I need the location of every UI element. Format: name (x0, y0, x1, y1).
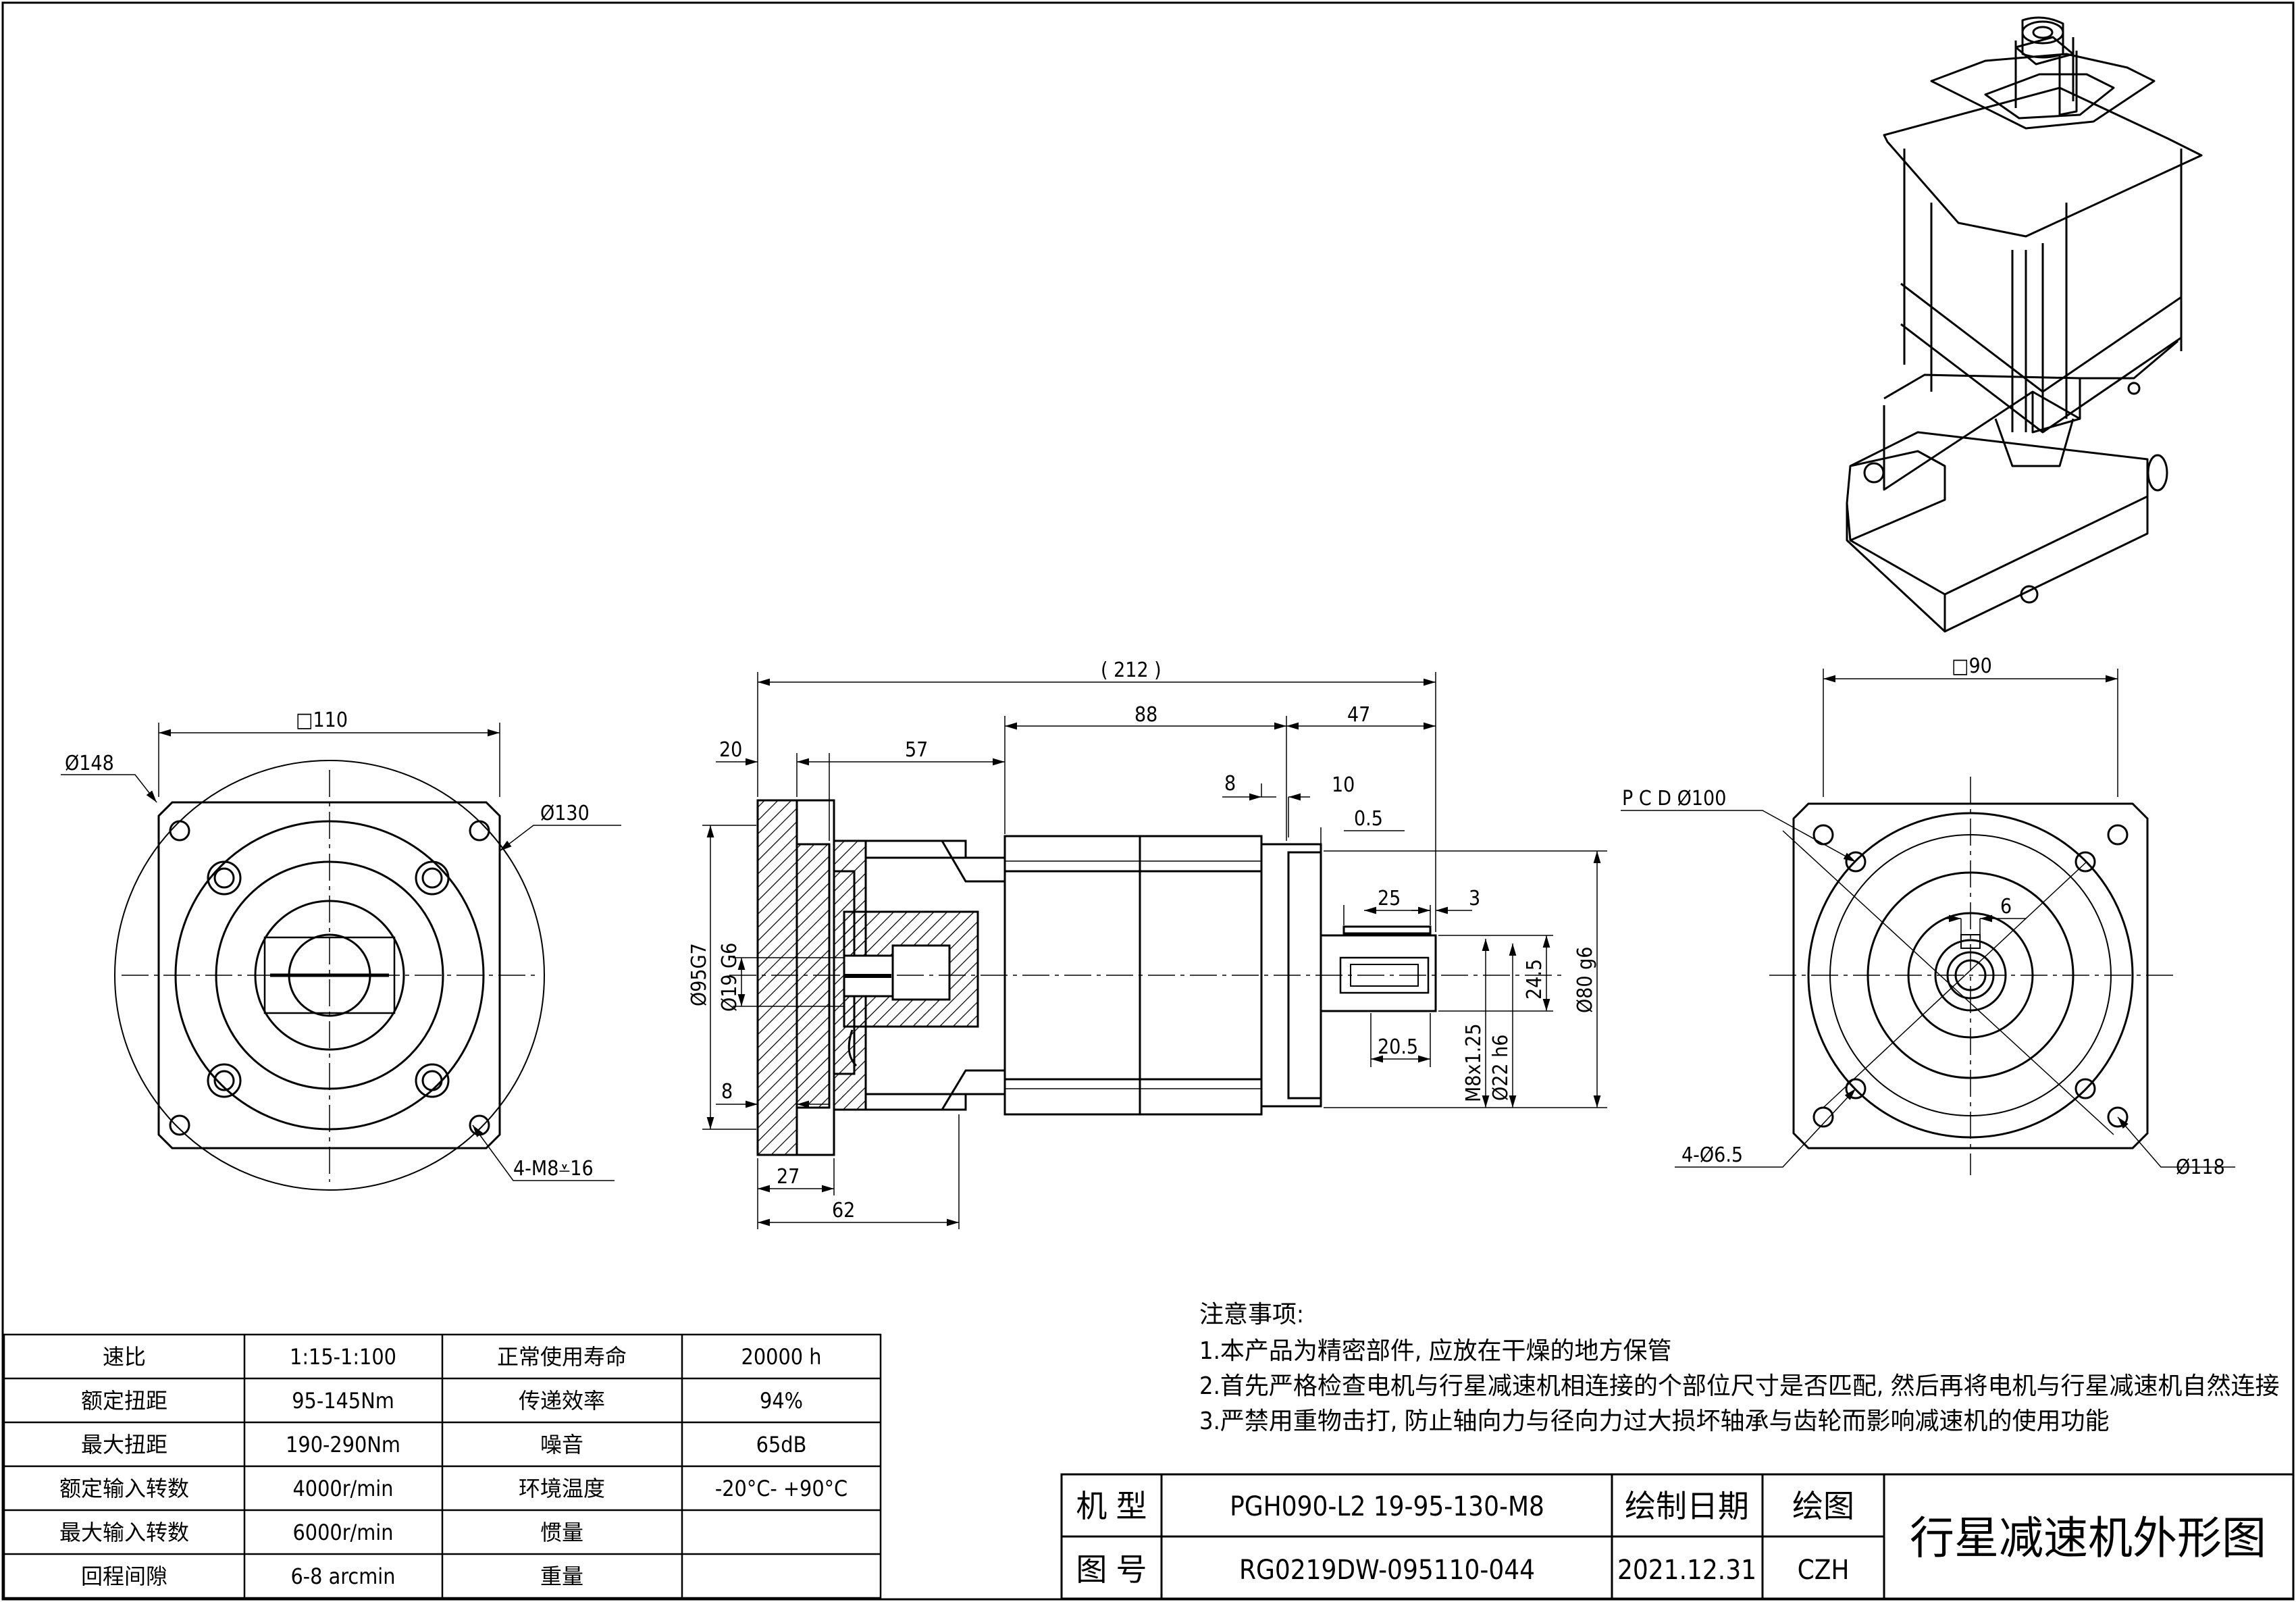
spec-table (3, 1333, 882, 1599)
drawing-title: 行星减速机外形图 (1910, 1512, 2266, 1564)
spec-r2-c1: 190-290Nm (286, 1432, 400, 1457)
spec-r3-c2: 环境温度 (519, 1476, 605, 1501)
spec-r0-c1: 1:15-1:100 (290, 1344, 396, 1370)
dim-overall: ( 212 ) (1101, 658, 1162, 682)
title-block-text: 机 型 PGH090-L2 19-95-130-M8 图 号 RG0219DW-… (1076, 1488, 2266, 1588)
side-view (702, 672, 1607, 1229)
dim-output-key: 6 (2000, 895, 2012, 919)
dim-dia80: Ø80 g6 (1573, 947, 1597, 1013)
dim-62: 62 (832, 1199, 855, 1222)
date-label: 绘制日期 (1625, 1488, 1749, 1524)
spec-r3-c0: 额定输入转数 (59, 1476, 189, 1501)
spec-r1-c1: 95-145Nm (292, 1388, 394, 1414)
title-block (1060, 1473, 2295, 1600)
spec-r5-c1: 6-8 arcmin (290, 1564, 395, 1589)
front-view (61, 723, 621, 1191)
spec-r2-c2: 噪音 (540, 1432, 583, 1457)
dim-thread: M8x1.25 (1462, 1024, 1486, 1103)
spec-r4-c2: 惯量 (540, 1520, 583, 1545)
dim-dia95: Ø95G7 (687, 943, 711, 1006)
dim-20-5: 20.5 (1378, 1035, 1418, 1059)
dim-57: 57 (905, 738, 928, 762)
dim-8-top: 8 (1224, 772, 1236, 796)
notes-title: 注意事项: (1199, 1301, 1304, 1328)
spec-r1-c0: 额定扭距 (81, 1388, 167, 1414)
output-flange-square (1792, 802, 2149, 1149)
spec-r3-c1: 4000r/min (292, 1476, 393, 1501)
note-3: 3.严禁用重物击打, 防止轴向力与径向力过大损坏轴承与齿轮而影响减速机的使用功能 (1199, 1407, 2109, 1435)
dim-0-5: 0.5 (1354, 807, 1383, 831)
dim-front-holes: 4-M8⩡16 (513, 1157, 594, 1181)
drawing-no-value: RG0219DW-095110-044 (1239, 1555, 1535, 1586)
dim-front-pcd: Ø148 (65, 752, 114, 775)
output-view (1621, 669, 2235, 1175)
spec-rows: 速比 1:15-1:100 正常使用寿命 20000 h 额定扭距 95-145… (59, 1344, 847, 1589)
dim-front-flange: Ø130 (540, 802, 590, 825)
spec-r4-c0: 最大输入转数 (59, 1520, 189, 1545)
dim-front-square: □110 (296, 708, 348, 732)
dim-dia19: Ø19 G6 (718, 943, 741, 1012)
dim-47: 47 (1347, 703, 1370, 727)
model-label: 机 型 (1076, 1488, 1147, 1524)
front-flange-square (157, 801, 501, 1149)
spec-r1-c3: 94% (760, 1388, 803, 1414)
date-value: 2021.12.31 (1617, 1555, 1756, 1586)
spec-r5-c0: 回程间隙 (81, 1564, 167, 1589)
spec-r1-c2: 传递效率 (519, 1388, 605, 1414)
spec-r2-c3: 65dB (756, 1432, 807, 1457)
dim-output-square: □90 (1952, 654, 1992, 678)
dim-10: 10 (1332, 773, 1355, 797)
note-1: 1.本产品为精密部件, 应放在干燥的地方保管 (1199, 1337, 1671, 1365)
spec-r5-c2: 重量 (540, 1564, 583, 1589)
dim-20: 20 (719, 738, 742, 762)
dim-88: 88 (1134, 703, 1157, 727)
spec-r0-c0: 速比 (103, 1344, 146, 1370)
dim-3: 3 (1469, 887, 1480, 910)
dim-24-5: 24.5 (1523, 959, 1546, 1000)
spec-r4-c1: 6000r/min (292, 1520, 393, 1545)
dim-25: 25 (1378, 887, 1401, 910)
dim-output-holes: 4-Ø6.5 (1681, 1143, 1743, 1167)
note-2: 2.首先严格检查电机与行星减速机相连接的个部位尺寸是否匹配, 然后再将电机与行星… (1199, 1372, 2279, 1400)
drafter-label: 绘图 (1792, 1488, 1854, 1524)
spec-r3-c3: -20°C- +90°C (715, 1476, 847, 1501)
isometric-view (1846, 16, 2203, 633)
dim-output-pcd: P C D Ø100 (1622, 787, 1726, 810)
spec-r0-c3: 20000 h (741, 1344, 822, 1370)
drafter-value: CZH (1798, 1555, 1850, 1586)
dim-8-bottom: 8 (721, 1080, 733, 1104)
dim-27: 27 (777, 1165, 800, 1189)
model-value: PGH090-L2 19-95-130-M8 (1230, 1491, 1544, 1522)
dim-output-118: Ø118 (2176, 1156, 2225, 1179)
notes: 注意事项: 1.本产品为精密部件, 应放在干燥的地方保管 2.首先严格检查电机与… (1199, 1301, 2279, 1435)
spec-r0-c2: 正常使用寿命 (497, 1344, 627, 1370)
front-pcd-circle (114, 760, 545, 1191)
drawing-no-label: 图 号 (1076, 1551, 1147, 1588)
dim-dia22: Ø22 h6 (1489, 1035, 1513, 1101)
spec-r2-c0: 最大扭距 (81, 1432, 167, 1457)
front-mounting-holes (207, 860, 450, 1098)
